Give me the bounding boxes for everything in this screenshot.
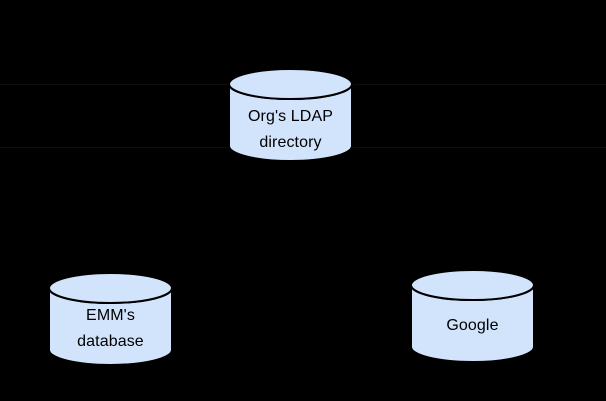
- cylinder-top-ellipse: [228, 68, 353, 100]
- ldap-directory-cylinder: [228, 68, 353, 162]
- cylinder-top-ellipse: [410, 269, 535, 301]
- emm-database-cylinder: [48, 272, 173, 366]
- cylinder-top-ellipse: [48, 272, 173, 304]
- google-cylinder: [410, 269, 535, 363]
